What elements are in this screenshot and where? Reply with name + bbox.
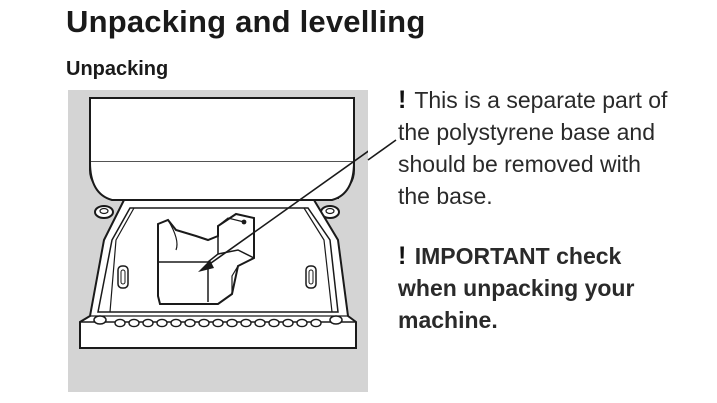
note-line: ! IMPORTANT check — [398, 242, 622, 270]
note-important-check: ! IMPORTANT check when unpacking your ma… — [398, 240, 698, 336]
note-line: the base. — [398, 183, 493, 209]
side-slot-left — [117, 265, 129, 289]
note-separate-part: ! This is a separate part of the polysty… — [398, 84, 698, 212]
front-holes — [114, 318, 322, 328]
exclamation-mark-icon: ! — [398, 242, 407, 270]
rear-foot-left — [94, 205, 114, 219]
page-title: Unpacking and levelling — [66, 4, 426, 39]
note-line: machine. — [398, 307, 498, 333]
machine-base-illustration — [68, 90, 368, 392]
note-line: when unpacking your — [398, 275, 635, 301]
polystyrene-insert — [157, 212, 255, 305]
note-line: the polystyrene base and — [398, 119, 656, 145]
note-line: should be removed with — [398, 151, 641, 177]
pointer-arrowhead — [198, 260, 214, 272]
front-foot-right — [329, 315, 343, 325]
front-foot-left — [93, 315, 107, 325]
side-slot-right — [305, 265, 317, 289]
exclamation-mark-icon: ! — [398, 86, 407, 114]
section-heading: Unpacking — [66, 58, 169, 80]
pointer-line — [203, 150, 368, 269]
pointer-line-extension — [367, 139, 397, 161]
note-line: ! This is a separate part of — [398, 86, 668, 114]
